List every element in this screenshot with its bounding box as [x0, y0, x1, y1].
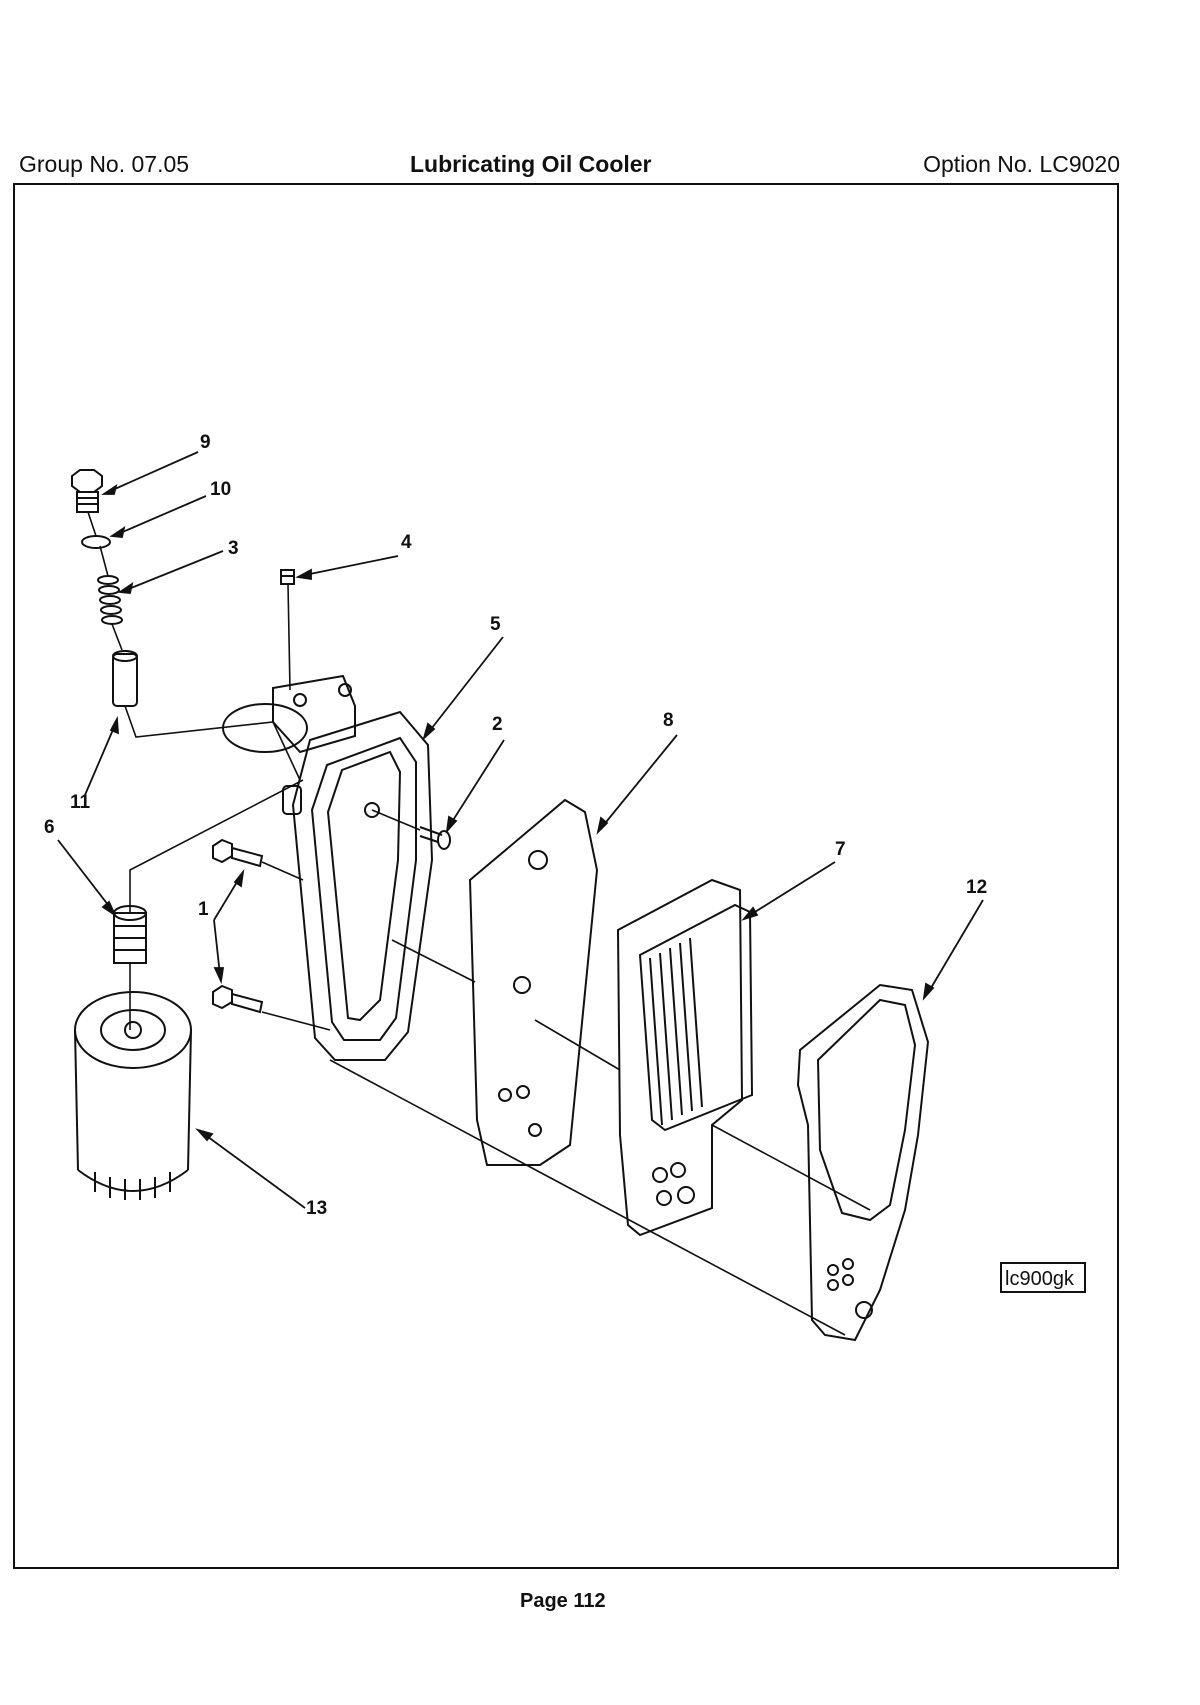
assembly-lines [87, 511, 871, 1336]
page-title: Lubricating Oil Cooler [410, 151, 652, 177]
part-2-plug-bolt [419, 826, 451, 850]
callout-1: 1 [198, 899, 209, 920]
part-11-plunger [112, 650, 138, 707]
part-7-cooler-core [616, 878, 754, 1237]
part-1-capscrew-upper [212, 838, 264, 868]
part-3-spring [97, 575, 123, 625]
part-4-small-plug [280, 569, 295, 585]
part-13-oil-filter [74, 991, 192, 1200]
leader-arrows [57, 451, 984, 1209]
callout-9: 9 [200, 432, 211, 453]
option-number: Option No. LC9020 [923, 151, 1120, 177]
part-9-plug [71, 469, 103, 513]
part-12-gasket [796, 983, 930, 1342]
page-number: Page 112 [520, 1590, 606, 1612]
diagram-frame [13, 183, 1119, 1569]
callout-11: 11 [70, 792, 91, 813]
callout-3: 3 [228, 538, 239, 559]
callout-5: 5 [490, 614, 501, 635]
part-5-housing [222, 674, 434, 1061]
callout-12: 12 [966, 877, 987, 898]
part-10-o-ring [81, 535, 111, 549]
part-1-capscrew-lower [212, 984, 264, 1014]
callout-7: 7 [835, 839, 846, 860]
callout-2: 2 [492, 714, 503, 735]
callout-10: 10 [210, 479, 231, 500]
callout-13: 13 [306, 1198, 327, 1219]
callout-4: 4 [401, 532, 412, 553]
part-6-connector [113, 905, 147, 964]
callout-8: 8 [663, 710, 674, 731]
group-number: Group No. 07.05 [19, 151, 190, 177]
part-8-gasket [468, 798, 599, 1166]
callout-labels: 9 10 3 4 5 2 8 7 12 11 6 1 13 [44, 432, 987, 1219]
figure-id-box: lc900gk [1000, 1262, 1086, 1293]
callout-6: 6 [44, 817, 55, 838]
figure-id: lc900gk [1005, 1268, 1075, 1290]
